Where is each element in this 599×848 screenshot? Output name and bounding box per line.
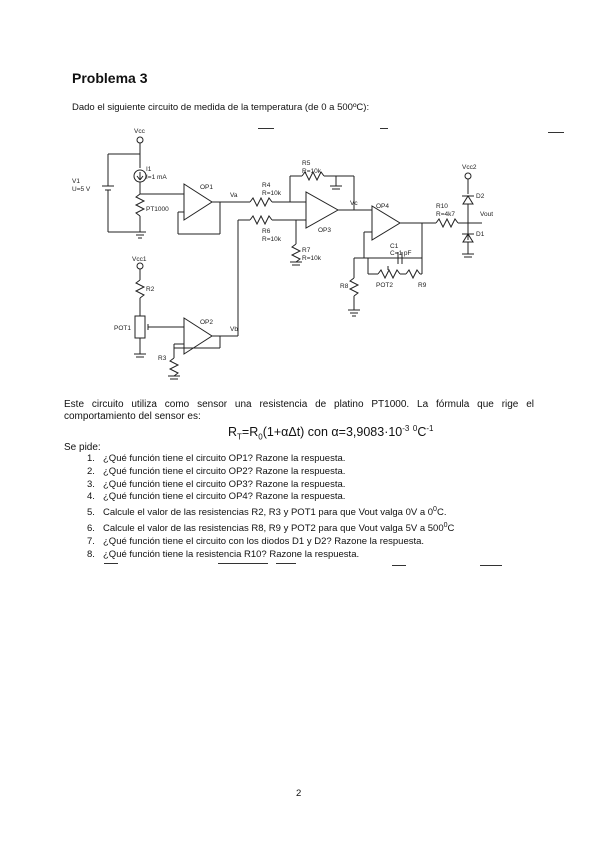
label-vcc2: Vcc2 (462, 164, 477, 171)
label-r6: R6 (262, 228, 271, 235)
label-vb: Vb (230, 326, 238, 333)
label-r3: R3 (158, 355, 167, 362)
label-r7: R7 (302, 247, 311, 254)
label-d1: D1 (476, 231, 485, 238)
scan-mark (104, 563, 118, 564)
label-op3: OP3 (318, 227, 331, 234)
questions-heading: Se pide: (64, 442, 101, 453)
label-i1: I1 (146, 166, 152, 173)
question-item: 7.¿Qué función tiene el circuito con los… (87, 536, 425, 548)
label-i1-value: I=1 mA (146, 174, 167, 181)
label-r10: R10 (436, 203, 448, 210)
label-r9: R9 (418, 282, 427, 289)
scan-mark (548, 132, 564, 133)
question-item: 3.¿Qué función tiene el circuito OP3? Ra… (87, 478, 346, 490)
scan-mark (480, 565, 502, 566)
label-r4: R4 (262, 182, 271, 189)
questions-list: 1.¿Qué función tiene el circuito OP1? Ra… (87, 453, 454, 562)
label-r5-value: R=10k (302, 168, 322, 175)
scan-mark (218, 563, 268, 564)
circuit-diagram: Vcc I1 I=1 mA V1 U=5 V PT1000 OP1 Va R4 … (72, 128, 493, 380)
label-r5: R5 (302, 160, 311, 167)
label-op4: OP4 (376, 203, 389, 210)
label-c1-value: C=1 pF (390, 250, 412, 257)
label-r6-value: R=10k (262, 236, 282, 243)
question-item: 4.¿Qué función tiene el circuito OP4? Ra… (87, 491, 346, 503)
question-item: 8.¿Qué función tiene la resistencia R10?… (87, 548, 360, 560)
circuit-labels: Vcc I1 I=1 mA V1 U=5 V PT1000 OP1 Va R4 … (72, 128, 493, 362)
label-vc: Vc (350, 200, 358, 207)
label-pot2: POT2 (376, 282, 393, 289)
label-vout: Vout (480, 211, 493, 218)
label-r4-value: R=10k (262, 190, 282, 197)
label-r2: R2 (146, 286, 155, 293)
problem-intro: Dado el siguiente circuito de medida de … (72, 102, 370, 113)
scan-mark (276, 563, 296, 564)
label-c1: C1 (390, 243, 399, 250)
label-v1: V1 (72, 178, 80, 185)
label-v1-value: U=5 V (72, 186, 91, 193)
label-op1: OP1 (200, 184, 213, 191)
scan-mark (258, 128, 274, 129)
label-r7-value: R=10k (302, 255, 322, 262)
label-r10-value: R=4k7 (436, 211, 455, 218)
label-d2: D2 (476, 193, 485, 200)
label-r8: R8 (340, 283, 349, 290)
problem-title: Problema 3 (72, 70, 148, 86)
label-vcc: Vcc (134, 128, 146, 135)
question-item: 1.¿Qué función tiene el circuito OP1? Ra… (87, 453, 346, 464)
question-item: 6.Calcule el valor de las resistencias R… (87, 522, 455, 535)
sensor-formula: RT=R0(1+αΔt) con α=3,9083·10-3 0C-1 (228, 424, 434, 442)
label-pt1000: PT1000 (146, 206, 169, 213)
label-va: Va (230, 192, 238, 199)
sensor-description: Este circuito utiliza como sensor una re… (64, 399, 534, 422)
scan-mark (380, 128, 388, 129)
page-number: 2 (296, 788, 302, 799)
label-pot1: POT1 (114, 325, 131, 332)
label-vcc1: Vcc1 (132, 256, 147, 263)
scan-mark (392, 565, 406, 566)
label-op2: OP2 (200, 319, 213, 326)
question-item: 2.¿Qué función tiene el circuito OP2? Ra… (87, 465, 346, 477)
question-item: 5.Calcule el valor de las resistencias R… (87, 506, 447, 519)
